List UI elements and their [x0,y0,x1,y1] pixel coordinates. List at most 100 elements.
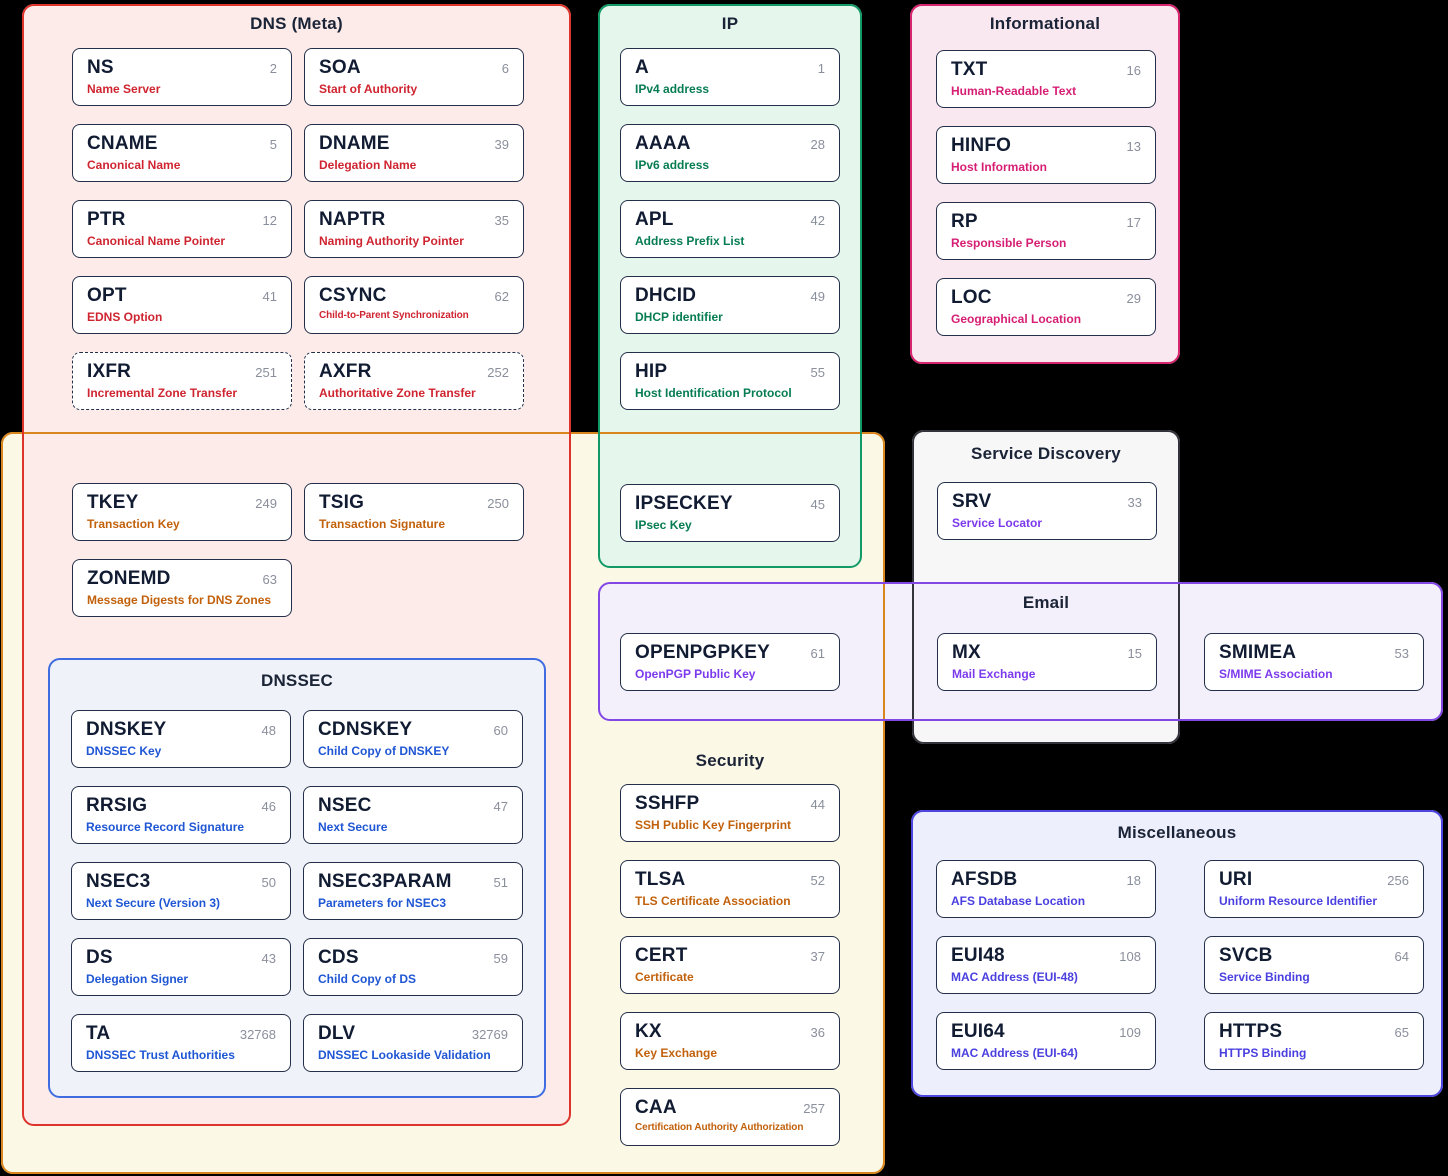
record-desc: MAC Address (EUI-64) [951,1046,1078,1060]
record-desc: IPv4 address [635,82,710,96]
record-abbr: HIP [635,361,668,382]
record-desc: OpenPGP Public Key [635,667,756,681]
record-number: 52 [810,873,825,888]
card-cert: CERT 37 Certificate [620,936,840,994]
record-abbr: CNAME [87,133,158,154]
record-abbr: CDNSKEY [318,719,413,740]
card-dhcid: DHCID 49 DHCP identifier [620,276,840,334]
record-desc: DNSSEC Lookaside Validation [318,1048,491,1062]
record-number: 42 [810,213,825,228]
record-abbr: SMIMEA [1219,642,1297,663]
record-abbr: DHCID [635,285,697,306]
record-abbr: CSYNC [319,285,387,306]
record-number: 32768 [239,1027,276,1042]
card-a: A 1 IPv4 address [620,48,840,106]
record-number: 43 [261,951,276,966]
record-number: 33 [1127,495,1142,510]
record-desc: Human-Readable Text [951,84,1077,98]
record-number: 65 [1394,1025,1409,1040]
record-desc: Transaction Key [87,517,180,531]
record-number: 249 [255,496,277,511]
miscellaneous-group-title: Miscellaneous [1117,823,1237,842]
record-number: 18 [1126,873,1141,888]
record-desc: Transaction Signature [319,517,446,531]
record-abbr: IXFR [87,361,132,382]
record-desc: Mail Exchange [952,667,1036,681]
record-abbr: TLSA [635,869,686,890]
record-abbr: CERT [635,945,688,966]
record-number: 2 [269,61,277,76]
record-desc: Geographical Location [951,312,1082,326]
record-abbr: AFSDB [951,869,1018,890]
record-abbr: A [635,57,649,78]
record-desc: TLS Certificate Association [635,894,791,908]
record-number: 29 [1126,291,1141,306]
record-desc: AFS Database Location [951,894,1086,908]
record-number: 12 [262,213,277,228]
record-abbr: SSHFP [635,793,700,814]
record-desc: Child Copy of DNSKEY [318,744,450,758]
record-number: 44 [810,797,825,812]
dns-meta-group-title: DNS (Meta) [250,14,343,33]
record-number: 109 [1119,1025,1141,1040]
record-desc: Certificate [635,970,694,984]
record-desc: Child-to-Parent Synchronization [319,310,469,321]
record-desc: Naming Authority Pointer [319,234,464,248]
record-desc: DHCP identifier [635,310,723,324]
record-number: 252 [487,365,509,380]
record-desc: Incremental Zone Transfer [87,386,238,400]
record-number: 50 [261,875,276,890]
record-abbr: TKEY [87,492,139,513]
record-abbr: HTTPS [1219,1021,1283,1042]
record-desc: Host Information [951,160,1047,174]
record-abbr: TA [86,1023,111,1044]
record-desc: Responsible Person [951,236,1067,250]
record-number: 59 [493,951,508,966]
card-tkey: TKEY 249 Transaction Key [72,483,292,541]
record-number: 37 [810,949,825,964]
record-abbr: RP [951,211,978,232]
record-abbr: IPSECKEY [635,493,733,514]
record-abbr: DNSKEY [86,719,167,740]
record-desc: Host Identification Protocol [635,386,792,400]
record-desc: IPsec Key [635,518,692,532]
card-ipseckey: IPSECKEY 45 IPsec Key [620,484,840,542]
record-abbr: TSIG [319,492,365,513]
record-number: 39 [494,137,509,152]
record-number: 55 [810,365,825,380]
record-abbr: PTR [87,209,126,230]
record-number: 13 [1126,139,1141,154]
record-abbr: RRSIG [86,795,148,816]
card-soa: SOA 6 Start of Authority [304,48,524,106]
record-abbr: SOA [319,57,361,78]
record-desc: Uniform Resource Identifier [1219,894,1378,908]
record-abbr: AAAA [635,133,691,154]
record-number: 45 [810,497,825,512]
record-abbr: CDS [318,947,359,968]
record-number: 49 [810,289,825,304]
record-number: 48 [261,723,276,738]
record-number: 1 [817,61,825,76]
record-desc: Start of Authority [319,82,418,96]
record-number: 6 [501,61,509,76]
record-number: 62 [494,289,509,304]
